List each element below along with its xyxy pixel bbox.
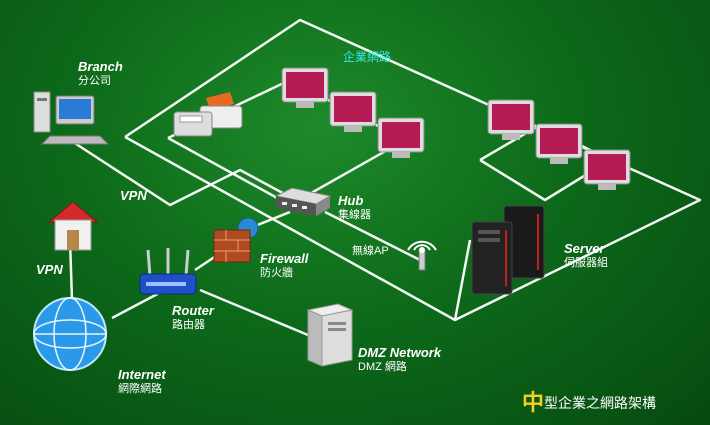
router-icon [136,246,200,305]
server-label: Server 伺服器組 [564,241,608,270]
diagram-caption: 中型企業之網路架構 [522,385,656,417]
internet-label: Internet 網際網路 [118,367,166,396]
internet-globe-icon [28,292,112,381]
monitor-icon [376,116,426,167]
server-rack-icon [468,202,560,303]
server-lan-link [453,239,472,321]
router-label: Router 路由器 [172,303,214,332]
internet-router-link [111,288,166,320]
monitor-icon [534,122,584,173]
firewall-label: Firewall 防火牆 [260,251,309,280]
monitor-icon [280,66,330,117]
dmz-label: DMZ Network DMZ 網路 [358,345,442,374]
branch-label-en: Branch [78,59,123,74]
vpn-label-top: VPN [120,188,147,203]
hub-label-zh: 集線器 [338,208,371,221]
lan-outline [124,18,702,322]
dmz-server-icon [304,300,356,375]
firewall-icon [210,216,260,271]
router-label-zh: 路由器 [172,318,205,331]
lan-label: 企業網路 [343,50,392,64]
server-label-zh: 伺服器組 [564,256,608,269]
server-label-en: Server [564,241,605,256]
hub-label: Hub 集線器 [338,193,371,222]
branch-label-zh: 分公司 [78,74,111,87]
internet-label-en: Internet [118,367,166,382]
hub-icon [272,186,332,225]
vpn-label-left: VPN [36,262,63,277]
wireless-ap-icon [400,228,444,283]
router-dmz-link [199,288,321,342]
dmz-label-zh: DMZ 網路 [358,360,407,373]
branch-label: Branch 分公司 [78,59,123,88]
caption-rest: 型企業之網路架構 [544,395,657,411]
dmz-label-en: DMZ Network [358,345,442,360]
internet-label-zh: 網際網路 [118,382,162,395]
monitor-icon [582,148,632,199]
vpn-branch-link [69,138,306,207]
house-icon [45,198,101,259]
hub-ap-link [324,210,421,262]
caption-first-char: 中 [522,390,545,415]
router-label-en: Router [172,303,214,318]
monitor-icon [486,98,536,149]
hub-label-en: Hub [338,193,364,208]
monitor-icon [328,90,378,141]
firewall-label-en: Firewall [260,251,309,266]
printer-fax-icon [170,88,250,153]
wireless-ap-label: 無線AP [352,245,389,257]
firewall-label-zh: 防火牆 [260,266,293,279]
branch-computer-icon [30,88,110,153]
